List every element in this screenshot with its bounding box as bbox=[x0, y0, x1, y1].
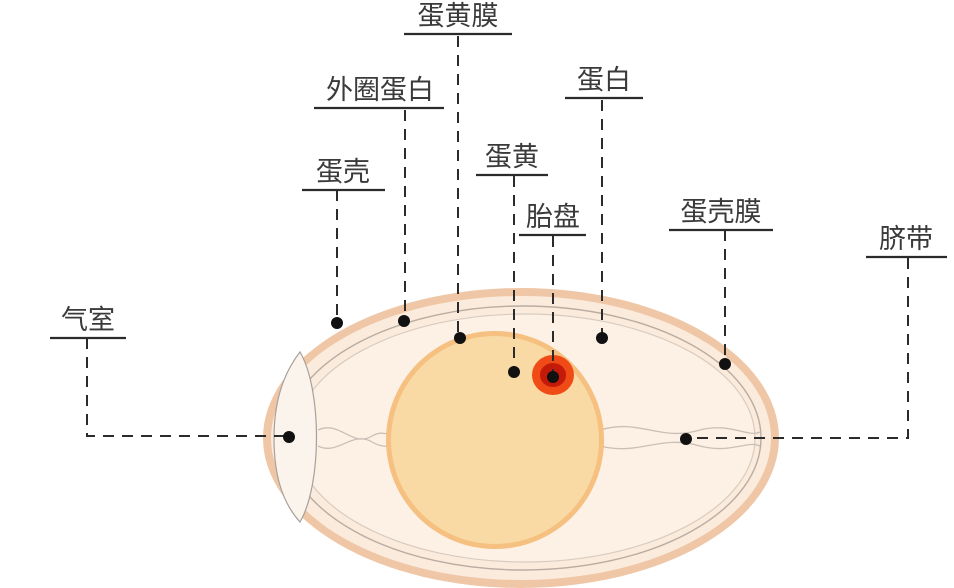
dot-yolk bbox=[508, 366, 520, 378]
dot-outer-albumen bbox=[398, 315, 410, 327]
label-yolk-membrane: 蛋黄膜 bbox=[418, 1, 499, 32]
marker-dots bbox=[283, 315, 731, 445]
leader-air-cell bbox=[86, 338, 289, 437]
label-albumen: 蛋白 bbox=[577, 65, 631, 96]
label-outer-albumen: 外圈蛋白 bbox=[326, 75, 434, 106]
label-underlines bbox=[50, 32, 947, 340]
part-labels: 蛋黄膜 外圈蛋白 蛋白 蛋壳 蛋黄 胎盘 蛋壳膜 脐带 气室 bbox=[61, 1, 933, 336]
chalaza-right bbox=[599, 425, 761, 450]
dot-germinal-disc bbox=[547, 371, 559, 383]
label-shell-membrane: 蛋壳膜 bbox=[681, 197, 762, 228]
dot-chalaza bbox=[680, 433, 692, 445]
dot-shell bbox=[331, 317, 343, 329]
dot-albumen bbox=[596, 332, 608, 344]
air-cell bbox=[273, 350, 318, 524]
leader-chalaza bbox=[686, 258, 909, 439]
egg-illustration bbox=[263, 288, 779, 588]
label-yolk: 蛋黄 bbox=[485, 142, 539, 173]
leader-lines bbox=[86, 36, 909, 439]
label-shell: 蛋壳 bbox=[316, 157, 370, 188]
label-air-cell: 气室 bbox=[61, 305, 115, 336]
dot-air-cell bbox=[283, 431, 295, 443]
dot-shell-membrane bbox=[719, 358, 731, 370]
dot-yolk-membrane bbox=[454, 332, 466, 344]
label-chalaza: 脐带 bbox=[879, 224, 933, 255]
label-germinal-disc: 胎盘 bbox=[526, 202, 580, 233]
